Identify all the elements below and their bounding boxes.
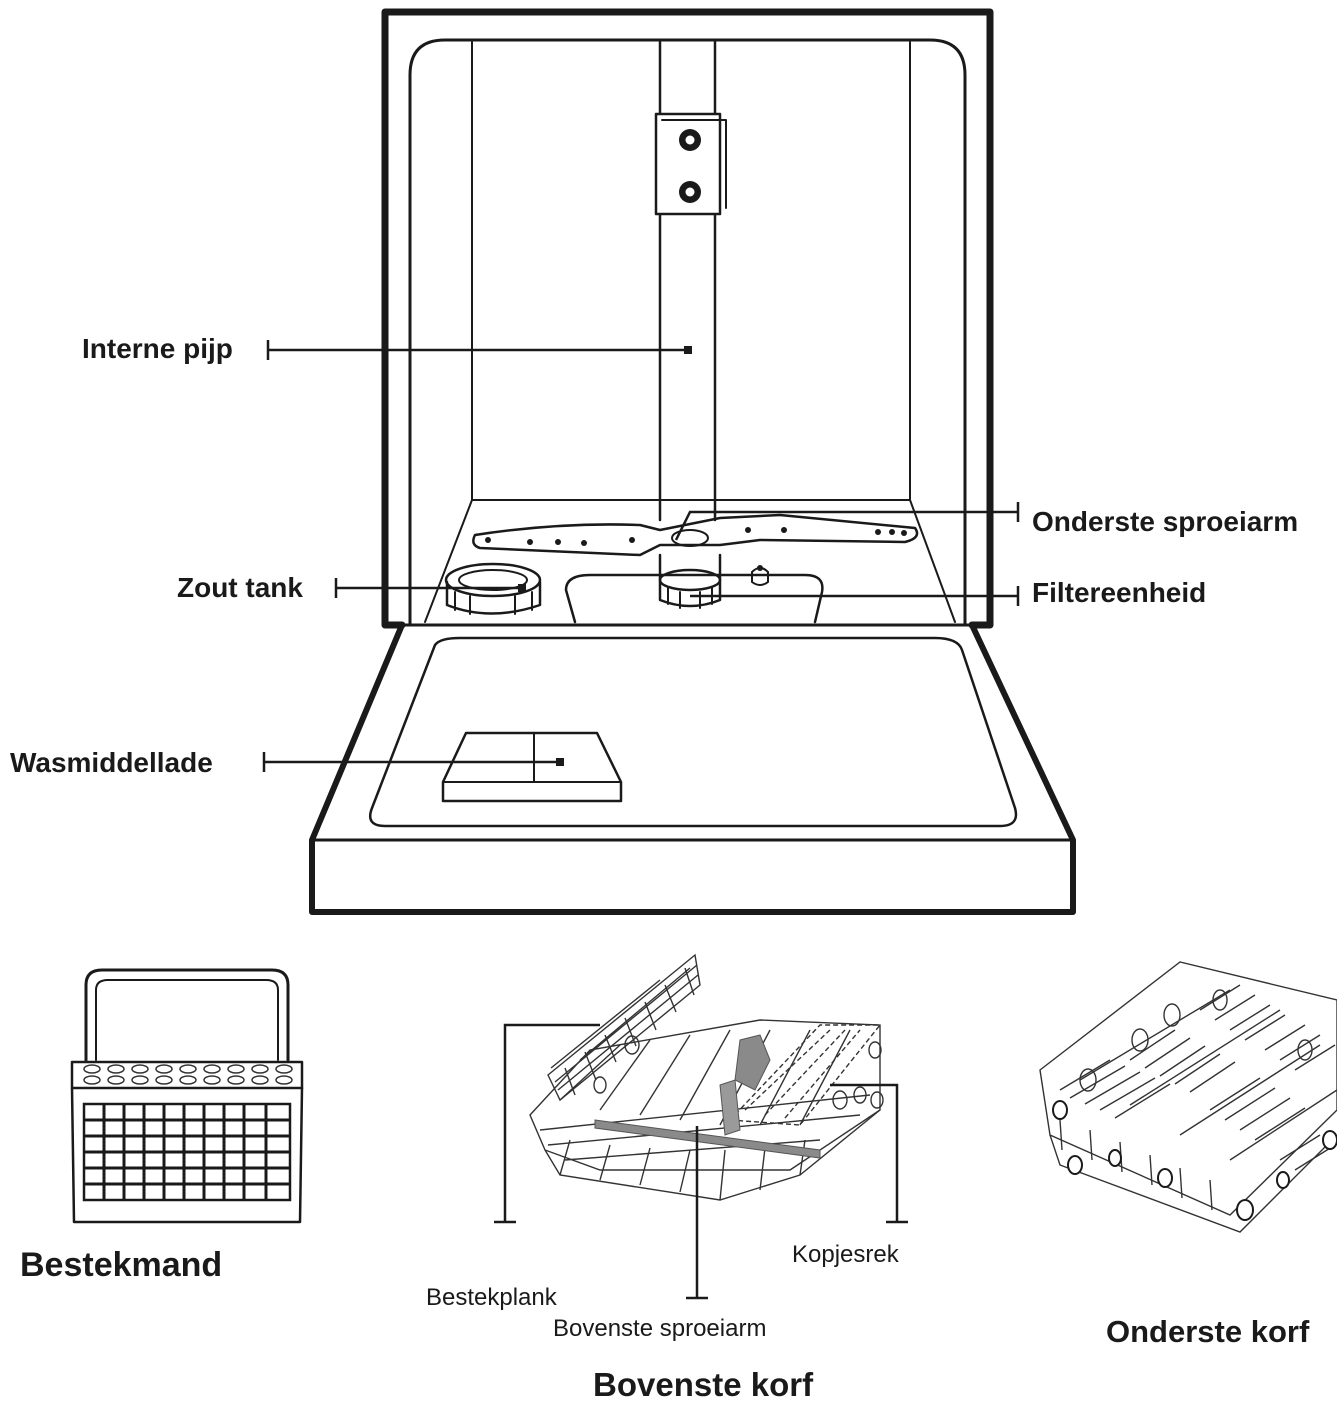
dishwasher-door — [309, 622, 1076, 915]
label-filter-unit: Filtereenheid — [1032, 577, 1206, 608]
internal-pipe — [654, 40, 727, 522]
callouts — [262, 340, 1020, 772]
lower-basket — [1039, 961, 1337, 1233]
label-salt-tank: Zout tank — [177, 572, 303, 603]
label-upper-basket: Bovenste korf — [593, 1366, 814, 1403]
label-detergent-drawer: Wasmiddellade — [10, 747, 213, 778]
filter-unit — [564, 553, 824, 624]
salt-tank — [444, 562, 542, 615]
label-lower-spray-arm: Onderste sproeiarm — [1032, 506, 1298, 537]
dishwasher-body — [381, 8, 994, 629]
detergent-drawer — [441, 731, 623, 803]
label-cutlery-basket: Bestekmand — [20, 1246, 222, 1284]
lower-spray-arm — [472, 513, 919, 557]
label-lower-basket: Onderste korf — [1106, 1314, 1310, 1349]
label-internal-pipe: Interne pijp — [82, 333, 233, 364]
label-upper-spray-arm: Bovenste sproeiarm — [553, 1315, 766, 1342]
upper-basket — [494, 953, 908, 1300]
label-cutlery-shelf: Bestekplank — [426, 1284, 558, 1311]
label-cup-rack: Kopjesrek — [792, 1241, 900, 1268]
cutlery-basket — [70, 968, 304, 1224]
